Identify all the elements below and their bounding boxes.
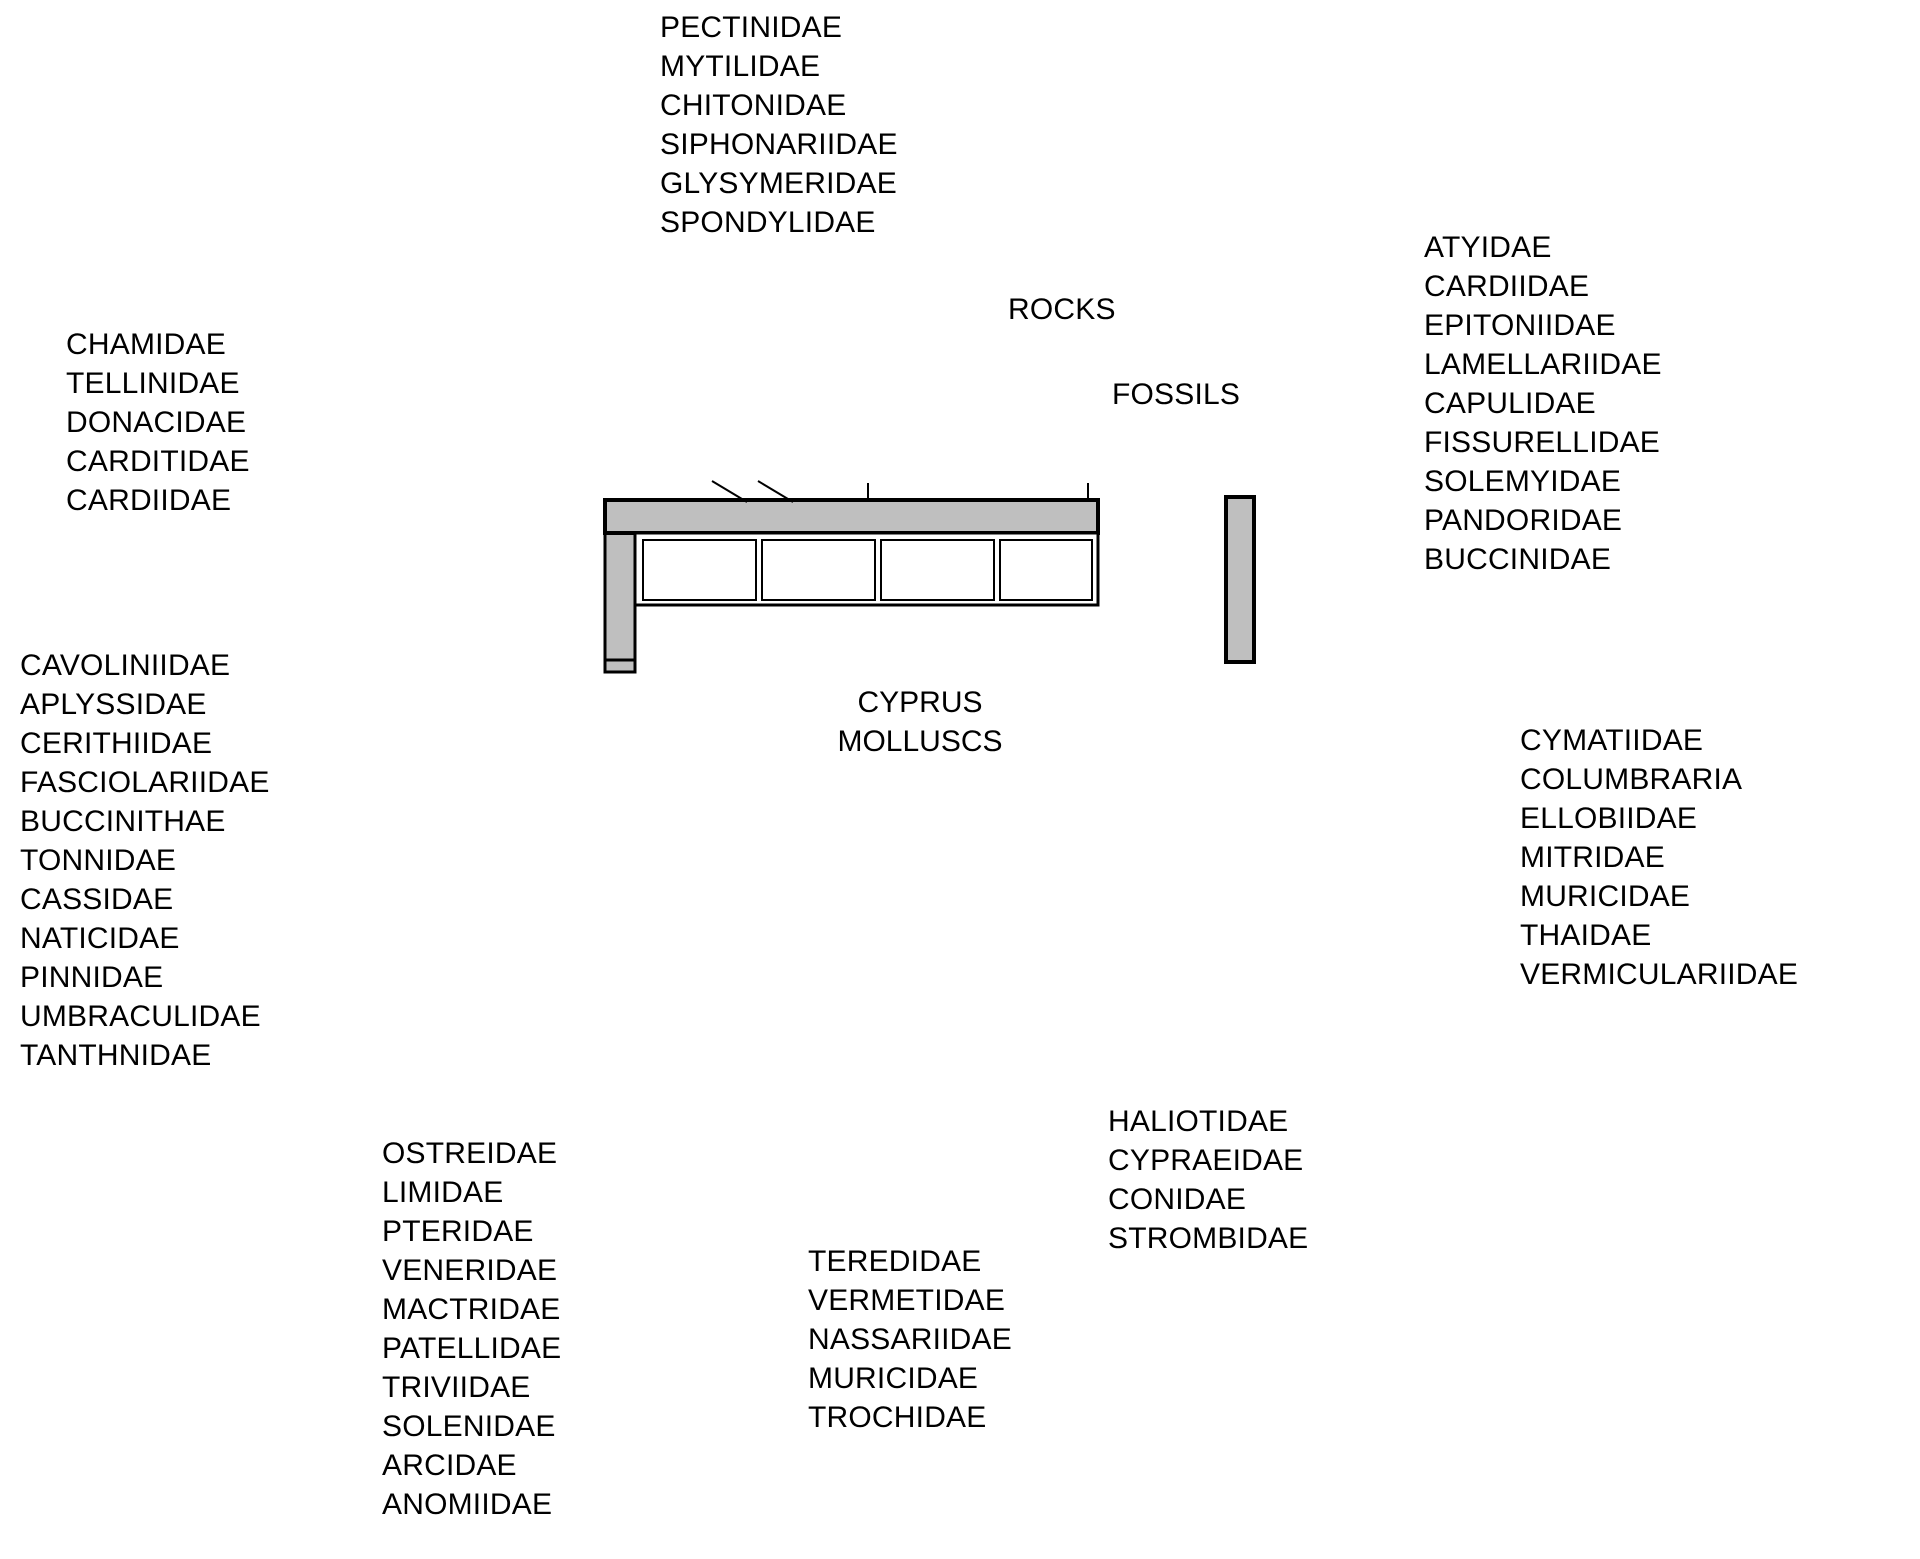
upper-case-top-slab — [603, 498, 1100, 535]
label-rocks: ROCKS — [1008, 293, 1116, 326]
label-mid-left-list: CAVOLINIIDAE APLYSSIDAE CERITHIIDAE FASC… — [20, 649, 270, 1072]
upper-case-foot — [603, 658, 637, 674]
upper-case-shelf-band — [633, 531, 1100, 607]
label-top-center-list: PECTINIDAE MYTILIDAE CHITONIDAE SIPHONAR… — [660, 11, 898, 239]
label-top-right-list: ATYIDAE CARDIIDAE EPITONIIDAE LAMELLARII… — [1424, 231, 1662, 576]
label-top-left-list: CHAMIDAE TELLINIDAE DONACIDAE CARDITIDAE… — [66, 328, 250, 517]
upper-compartment-1[interactable] — [642, 539, 757, 601]
upper-compartment-3[interactable] — [880, 539, 995, 601]
upper-case-left-leg — [603, 498, 637, 674]
right-wall-case — [1224, 495, 1256, 664]
rock-tick-2 — [757, 480, 794, 503]
label-bottom-right-list: HALIOTIDAE CYPRAEIDAE CONIDAE STROMBIDAE — [1108, 1105, 1309, 1255]
diagram-title: CYPRUS MOLLUSCS — [837, 686, 1003, 758]
upper-compartment-2[interactable] — [761, 539, 876, 601]
rock-tick-1 — [711, 480, 748, 503]
label-mid-right-list: CYMATIIDAE COLUMBRARIA ELLOBIIDAE MITRID… — [1520, 724, 1799, 991]
label-fossils: FOSSILS — [1112, 378, 1241, 411]
right-wall-case-panel — [1224, 495, 1256, 664]
label-bottom-left-list: OSTREIDAE LIMIDAE PTERIDAE VENERIDAE MAC… — [382, 1137, 562, 1521]
upper-compartment-4[interactable] — [999, 539, 1093, 601]
upper-display-case — [603, 480, 1100, 674]
label-bottom-center-list: TEREDIDAE VERMETIDAE NASSARIIDAE MURICID… — [808, 1245, 1012, 1434]
